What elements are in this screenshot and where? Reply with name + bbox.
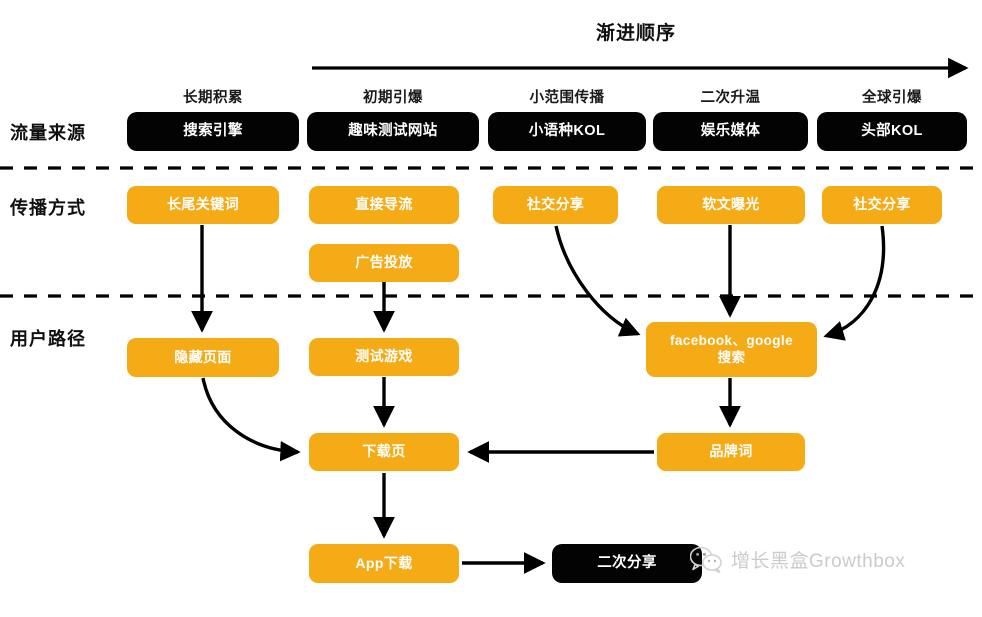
edge-social-share-2-to-fb-google (823, 225, 886, 341)
node-search-engine[interactable]: 搜索引擎 (127, 112, 299, 151)
row-label-traffic-source: 流量来源 (10, 123, 86, 143)
row-label-user-path: 用户路径 (10, 329, 86, 349)
diagram-title: 渐进顺序 (0, 18, 982, 45)
brand-watermark: 增长黑盒Growthbox (690, 546, 905, 573)
edge-social-share-1-to-fb-google (554, 225, 641, 337)
wechat-icon (690, 546, 724, 573)
node-entertainment-media[interactable]: 娱乐媒体 (653, 112, 808, 151)
stage-label-5: 全球引爆 (862, 90, 922, 106)
node-ad-placement[interactable]: 广告投放 (309, 244, 459, 282)
node-test-game[interactable]: 测试游戏 (309, 338, 459, 376)
node-social-share-2[interactable]: 社交分享 (822, 186, 942, 224)
edge-hidden-page-to-download-page (201, 377, 301, 462)
node-longtail-keyword[interactable]: 长尾关键词 (127, 186, 279, 224)
node-app-download[interactable]: App下载 (309, 544, 459, 583)
node-soft-article-exposure[interactable]: 软文曝光 (657, 186, 805, 224)
node-hidden-page[interactable]: 隐藏页面 (127, 338, 279, 377)
node-direct-traffic[interactable]: 直接导流 (309, 186, 459, 224)
watermark-text: 增长黑盒Growthbox (731, 551, 906, 572)
node-minor-language-kol[interactable]: 小语种KOL (488, 112, 646, 151)
node-fb-google-search[interactable]: facebook、google 搜索 (646, 322, 817, 377)
node-download-page[interactable]: 下载页 (309, 433, 459, 471)
node-fb-google-search-line1: facebook、google (669, 332, 793, 348)
node-social-share-1[interactable]: 社交分享 (493, 186, 618, 224)
node-fb-google-search-line2: 搜索 (717, 349, 746, 365)
stage-label-1: 长期积累 (183, 90, 243, 106)
stage-label-3: 小范围传播 (529, 90, 605, 106)
node-fun-test-site[interactable]: 趣味测试网站 (307, 112, 479, 151)
row-label-spread-method: 传播方式 (10, 198, 86, 218)
diagram-title-text: 渐进顺序 (595, 23, 676, 44)
node-brand-keyword[interactable]: 品牌词 (657, 433, 805, 471)
node-top-kol[interactable]: 头部KOL (817, 112, 967, 151)
stage-label-2: 初期引爆 (363, 90, 423, 106)
node-app-download-label: App下载 (355, 554, 413, 571)
node-second-share[interactable]: 二次分享 (552, 544, 702, 583)
stage-label-4: 二次升温 (700, 90, 761, 106)
